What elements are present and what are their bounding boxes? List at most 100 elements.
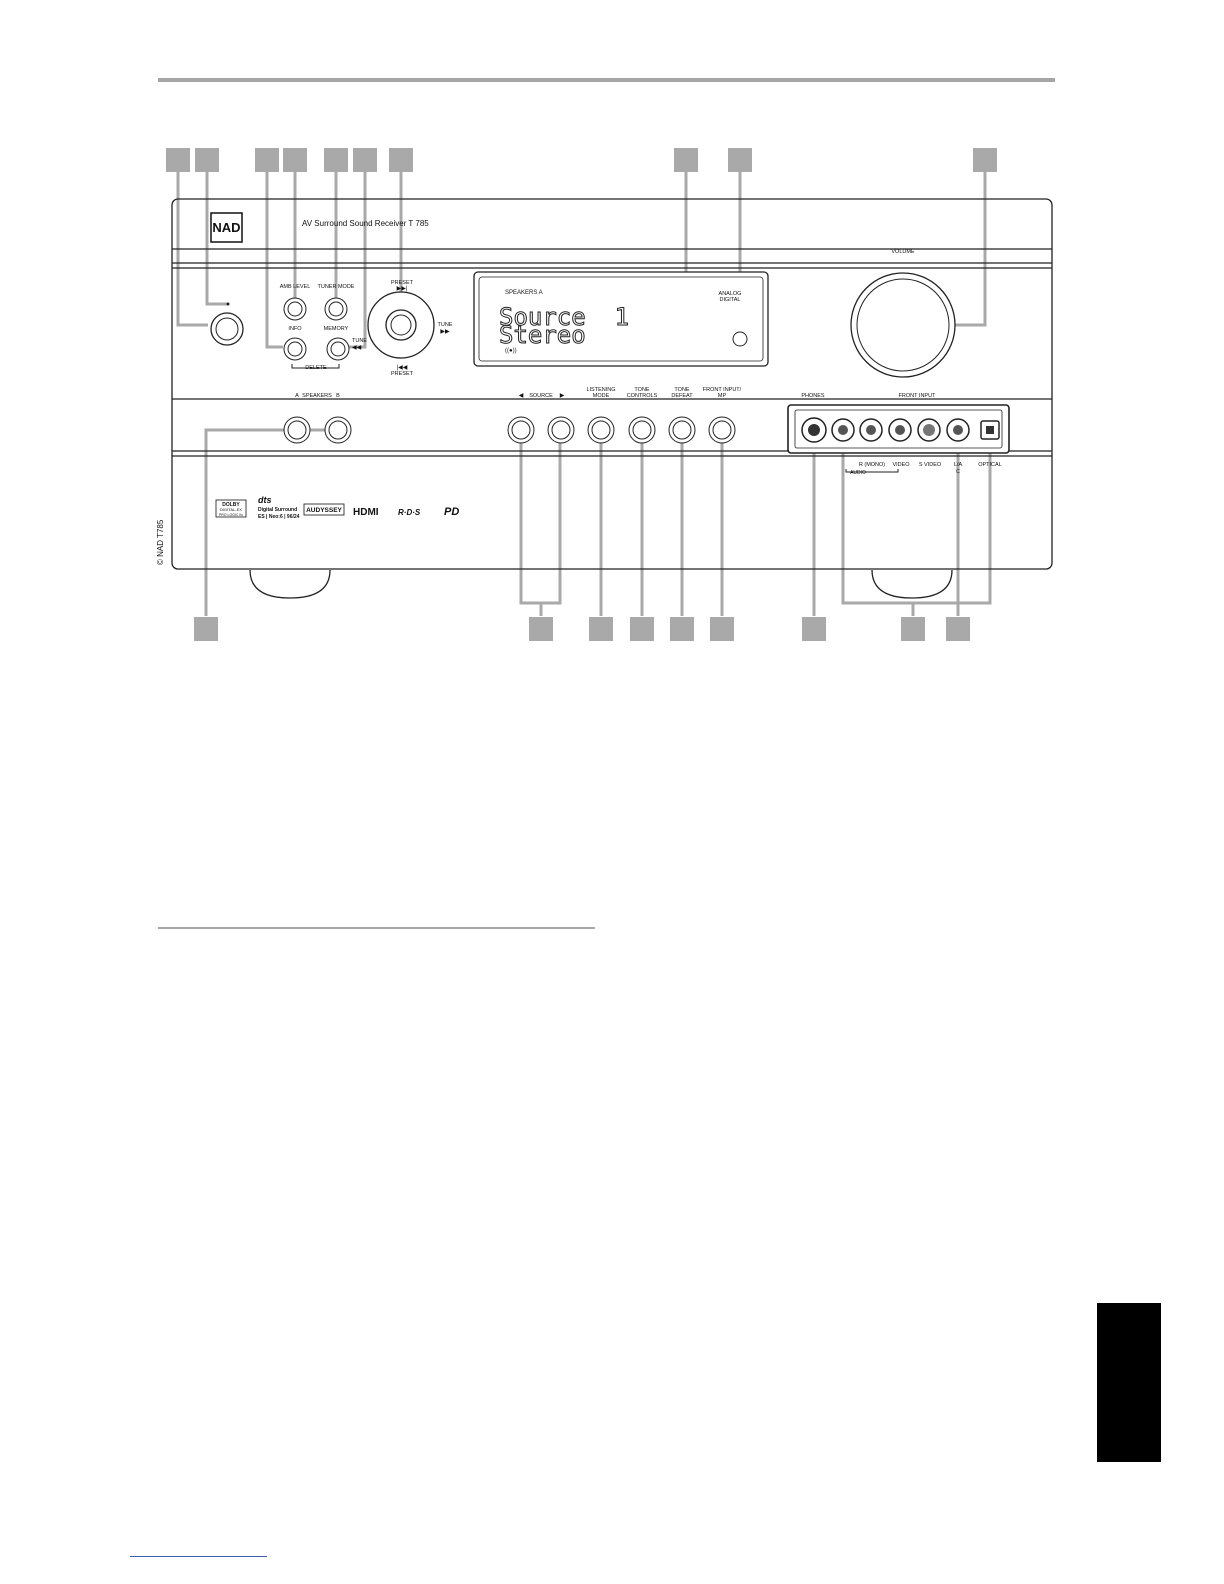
source-down-button[interactable]	[507, 416, 535, 444]
callout-boxes	[166, 148, 997, 641]
speakers-b-button[interactable]	[324, 416, 352, 444]
svg-text:DIGITAL-EX: DIGITAL-EX	[220, 507, 242, 512]
callout-box	[195, 148, 219, 172]
side-tab	[1097, 1303, 1161, 1462]
preset-up-icon: ▶▶|	[397, 286, 408, 292]
source-up-button[interactable]	[547, 416, 575, 444]
preset-down-icon: |◀◀	[397, 365, 408, 371]
digital-indicator: DIGITAL	[720, 297, 741, 303]
amb-level-button[interactable]	[283, 297, 307, 321]
preset-bottom-label: PRESET	[391, 371, 414, 377]
callout-box	[728, 148, 752, 172]
callout-leaders	[176, 172, 992, 616]
listening-mode-button[interactable]	[587, 416, 615, 444]
power-button[interactable]	[210, 312, 244, 346]
svg-text:Digital Surround: Digital Surround	[258, 507, 297, 513]
callout-box	[674, 148, 698, 172]
tuner-mode-button[interactable]	[324, 297, 348, 321]
analog-indicator: ANALOG	[719, 291, 742, 297]
forward-icon: ▶▶	[440, 329, 450, 335]
display-line-2: Stereo	[499, 321, 586, 349]
ir-sensor	[732, 331, 748, 347]
nad-logo: NAD	[212, 220, 240, 235]
volume-label: VOLUME	[891, 249, 915, 255]
volume-knob[interactable]	[850, 272, 956, 378]
tone-controls-button[interactable]	[628, 416, 656, 444]
source-label: SOURCE	[529, 393, 553, 399]
info-label: INFO	[288, 326, 302, 332]
coax-label-1: L/A	[954, 462, 963, 468]
svg-text:AUDYSSEY: AUDYSSEY	[306, 507, 342, 514]
rds-logo: R·D·S	[398, 508, 421, 517]
tone-controls-label-2: CONTROLS	[627, 393, 658, 399]
tone-defeat-label-2: DEFEAT	[671, 393, 693, 399]
coax-jack[interactable]	[946, 418, 970, 442]
pd-logo: PD	[444, 506, 459, 518]
callout-box	[529, 617, 553, 641]
callout-box	[283, 148, 307, 172]
callout-box	[901, 617, 925, 641]
dolby-logo: DOLBY DIGITAL-EX PRO LOGIC IIx	[215, 499, 247, 518]
coax-label-2: C	[956, 469, 960, 475]
memory-button[interactable]	[326, 337, 350, 361]
callout-box	[670, 617, 694, 641]
callout-box	[389, 148, 413, 172]
callout-box	[802, 617, 826, 641]
callout-box	[324, 148, 348, 172]
standby-led	[226, 302, 230, 306]
speakers-a-button[interactable]	[283, 416, 311, 444]
audio-l-jack[interactable]	[831, 418, 855, 442]
video-jack[interactable]	[888, 418, 912, 442]
speakers-label: SPEAKERS	[302, 393, 332, 399]
footer-link-underline[interactable]	[130, 1556, 267, 1557]
memory-label: MEMORY	[324, 326, 349, 332]
optical-label: OPTICAL	[978, 462, 1002, 468]
copyright-text: © NAD T785	[156, 519, 165, 565]
delete-bracket	[291, 364, 340, 369]
svideo-jack[interactable]	[917, 418, 941, 442]
front-input-mp-button[interactable]	[708, 416, 736, 444]
listening-mode-label-1: LISTENING	[586, 387, 615, 393]
amb-level-label: AMB LEVEL	[280, 284, 311, 290]
callout-box	[973, 148, 997, 172]
tune-right-label: TUNE	[438, 322, 453, 328]
info-button[interactable]	[283, 337, 307, 361]
callout-box	[353, 148, 377, 172]
display-line-1: Source 1	[499, 303, 629, 331]
listening-mode-label-2: MODE	[593, 393, 610, 399]
svg-text:DOLBY: DOLBY	[222, 502, 240, 508]
optical-jack[interactable]	[980, 420, 1000, 440]
tone-defeat-button[interactable]	[668, 416, 696, 444]
display-window	[473, 271, 769, 367]
audyssey-logo: AUDYSSEY	[303, 503, 345, 516]
preset-top-label: PRESET	[391, 280, 414, 286]
callout-box	[589, 617, 613, 641]
front-input-mp-label-1: FRONT INPUT/	[703, 387, 742, 393]
audio-r-jack[interactable]	[859, 418, 883, 442]
front-input-mp-label-2: MP	[718, 393, 727, 399]
top-rule	[158, 78, 1055, 82]
tone-defeat-label-1: TONE	[674, 387, 690, 393]
nad-logo-box	[210, 212, 243, 243]
preset-tune-dial[interactable]	[367, 291, 435, 359]
svideo-label: S VIDEO	[919, 462, 942, 468]
audio-label: AUDIO	[850, 470, 866, 476]
video-label: VIDEO	[892, 462, 910, 468]
hdmi-logo: HDMI	[353, 507, 379, 518]
rewind-icon: ◀◀	[352, 345, 362, 351]
signal-icon: ((●))	[505, 348, 517, 354]
phones-jack[interactable]	[801, 417, 827, 443]
callout-box	[946, 617, 970, 641]
audio-bracket	[845, 469, 899, 473]
svg-text:dts: dts	[258, 495, 272, 505]
product-title: AV Surround Sound Receiver T 785	[302, 219, 429, 228]
chassis	[171, 198, 1053, 599]
speakers-a-indicator: SPEAKERS A	[505, 290, 543, 296]
delete-label: DELETE	[305, 365, 327, 371]
speakers-b-label: B	[336, 393, 340, 399]
callout-box	[710, 617, 734, 641]
source-right-icon: ▶	[560, 393, 565, 399]
dts-logo: dts Digital Surround ES | Neo:6 | 96/24	[258, 495, 300, 520]
rmono-label: R (MONO)	[859, 462, 885, 468]
